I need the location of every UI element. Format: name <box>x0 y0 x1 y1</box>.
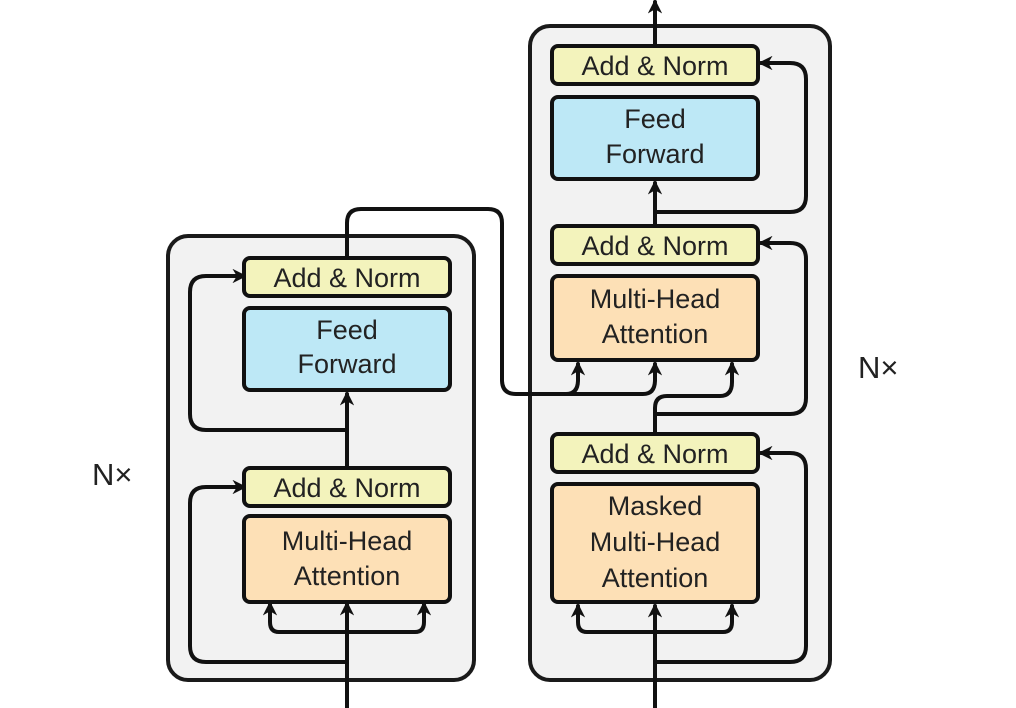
encoder-attention-label-2: Attention <box>294 561 401 591</box>
encoder-attention-label-1: Multi-Head <box>282 526 413 556</box>
decoder-query-arrow <box>653 361 740 436</box>
decoder-masked-attention-label-2: Multi-Head <box>590 527 721 557</box>
decoder-masked-attention-label-3: Attention <box>602 563 709 593</box>
encoder-attention-block <box>242 514 452 604</box>
decoder-feed-forward-label-1: Feed <box>624 104 686 134</box>
decoder-residual-3 <box>653 55 808 214</box>
encoder-feed-forward-block <box>242 306 452 392</box>
decoder-add-norm-top-label: Add & Norm <box>581 51 728 81</box>
encoder-residual-2 <box>188 268 349 432</box>
encoder-repeat-label: N× <box>92 457 133 492</box>
decoder-masked-attention-block <box>550 482 760 604</box>
encoder-value-branch-arrow <box>345 601 432 634</box>
encoder-add-norm-top <box>242 256 452 298</box>
decoder-add-norm-middle <box>550 224 760 266</box>
decoder-feed-forward-block <box>550 95 760 181</box>
encoder-add-norm-top-label: Add & Norm <box>273 263 420 293</box>
decoder-add-norm-bottom-label: Add & Norm <box>581 439 728 469</box>
decoder-feed-forward-label-2: Forward <box>605 139 704 169</box>
decoder-masked-attention-label-1: Masked <box>608 491 703 521</box>
encoder-layer-stack <box>166 234 476 682</box>
decoder-add-norm-bottom <box>550 432 760 474</box>
encoder-residual-1 <box>188 479 349 664</box>
decoder-masked-key-arrow <box>570 603 657 634</box>
encoder-add-norm-bottom <box>242 466 452 508</box>
decoder-add-norm-middle-label: Add & Norm <box>581 231 728 261</box>
encoder-output-value-arrow <box>564 361 663 396</box>
decoder-cross-attention-label-1: Multi-Head <box>590 284 721 314</box>
decoder-add-norm-top <box>550 44 760 86</box>
decoder-repeat-label: N× <box>858 350 899 385</box>
decoder-masked-value-arrow <box>653 603 740 634</box>
decoder-cross-attention-label-2: Attention <box>602 319 709 349</box>
encoder-key-branch-arrow <box>262 601 349 634</box>
encoder-feed-forward-label-1: Feed <box>316 315 378 345</box>
decoder-cross-attention-block <box>550 274 760 362</box>
encoder-add-norm-bottom-label: Add & Norm <box>273 473 420 503</box>
decoder-residual-2 <box>653 235 808 416</box>
encoder-feed-forward-label-2: Forward <box>297 349 396 379</box>
decoder-residual-1 <box>653 445 808 664</box>
